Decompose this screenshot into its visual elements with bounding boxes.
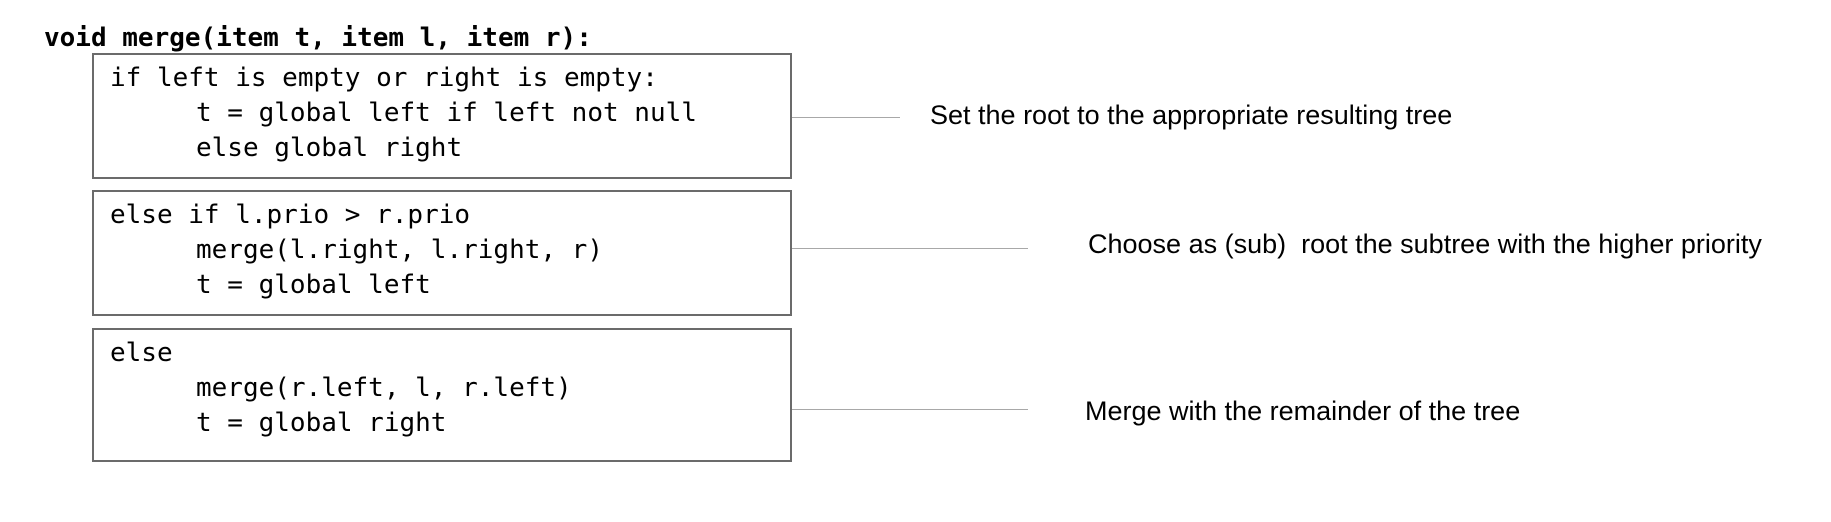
connector-line [792, 117, 900, 118]
code-line: merge(r.left, l, r.left) [196, 373, 572, 403]
annotation-merge-remainder: Merge with the remainder of the tree [1085, 396, 1521, 426]
code-line: t = global left if left not null [196, 98, 697, 128]
connector-line [792, 248, 1028, 249]
annotation-priority: Choose as (sub) root the subtree with th… [1088, 229, 1762, 259]
code-line: t = global left [196, 270, 431, 300]
code-line: else if l.prio > r.prio [110, 200, 471, 230]
annotation-base-case: Set the root to the appropriate resultin… [930, 100, 1453, 130]
code-line: else global right [196, 133, 463, 163]
code-block-right-priority: else merge(r.left, l, r.left) t = global… [92, 328, 792, 462]
code-line: else [110, 338, 173, 368]
code-block-left-priority: else if l.prio > r.prio merge(l.right, l… [92, 190, 792, 316]
connector-line [792, 409, 1028, 410]
function-signature: void merge(item t, item l, item r): [44, 23, 592, 53]
code-line: t = global right [196, 408, 447, 438]
code-line: if left is empty or right is empty: [110, 63, 658, 93]
code-block-base-case: if left is empty or right is empty: t = … [92, 53, 792, 179]
code-line: merge(l.right, l.right, r) [196, 235, 603, 265]
